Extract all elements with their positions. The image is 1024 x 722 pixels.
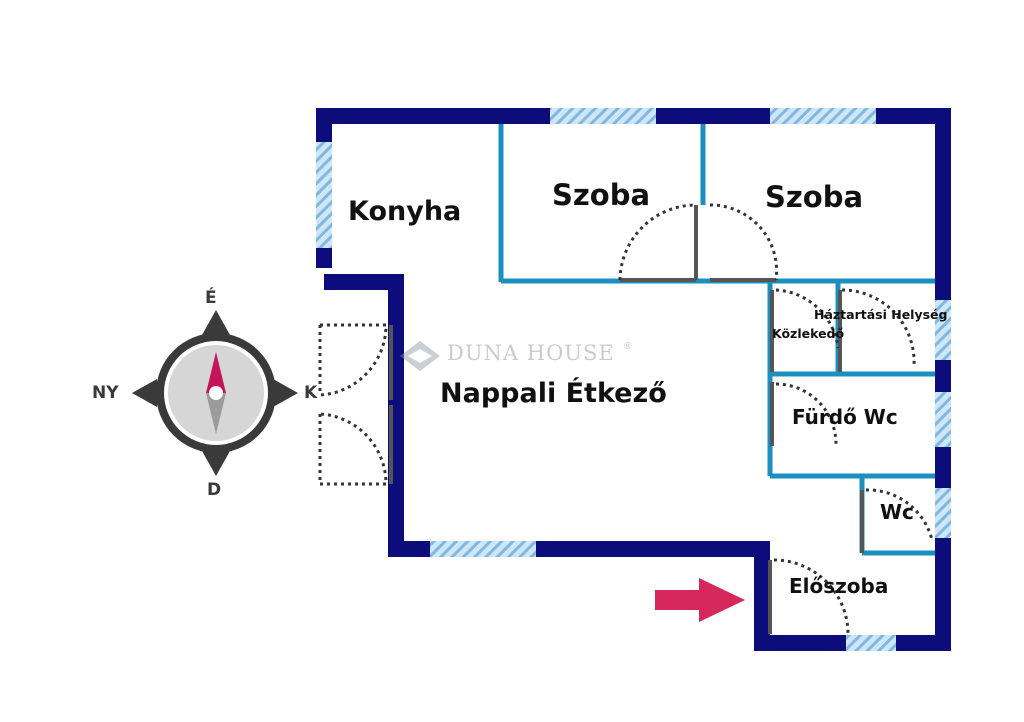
duna-house-logo-icon <box>400 341 440 371</box>
window-haztartasi <box>935 300 951 360</box>
room-label-konyha: Konyha <box>348 196 462 227</box>
compass-east-label: K <box>304 383 318 403</box>
compass-south-label: D <box>207 480 222 500</box>
window-eloszoba <box>846 635 896 651</box>
entrance-arrow-icon <box>655 578 745 622</box>
door-leaves <box>389 205 864 634</box>
room-label-furdo: Fürdő Wc <box>792 405 898 429</box>
windows <box>316 108 951 651</box>
window-szoba-2 <box>770 108 876 124</box>
room-label-szoba-2: Szoba <box>765 180 864 214</box>
room-label-szoba-1: Szoba <box>552 178 651 212</box>
watermark-brand: Duna House <box>447 341 615 365</box>
watermark: Duna House ® <box>447 341 633 365</box>
room-label-kozlekedo: Közlekedő <box>772 326 845 341</box>
window-wc <box>935 488 951 538</box>
room-label-haztartasi: Háztartási Helység <box>814 307 948 322</box>
room-label-nappali: Nappali Étkező <box>440 378 667 409</box>
door-swings <box>318 203 934 635</box>
window-konyha <box>316 142 332 248</box>
room-label-eloszoba: Előszoba <box>789 574 889 598</box>
window-furdo <box>935 392 951 447</box>
window-szoba-1 <box>550 108 656 124</box>
window-nappali <box>430 541 536 557</box>
compass-rose-icon <box>132 310 298 476</box>
outer-walls <box>316 108 951 651</box>
compass-west-label: NY <box>92 383 119 403</box>
compass-north-label: É <box>205 288 217 308</box>
watermark-trademark: ® <box>622 341 633 352</box>
room-label-wc: Wc <box>880 500 914 524</box>
